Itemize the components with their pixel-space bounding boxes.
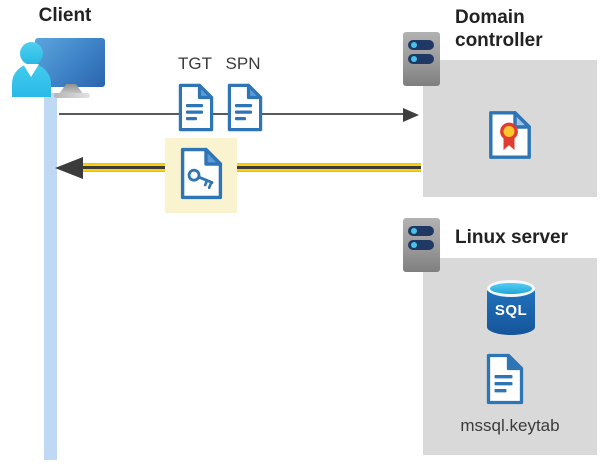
monitor-stand-icon (58, 84, 84, 95)
keytab-filename-label: mssql.keytab (460, 416, 560, 435)
linux-server-icon (403, 218, 440, 272)
certificate-icon (489, 111, 531, 159)
monitor-base-icon (54, 93, 90, 98)
linux-server-title: Linux server (455, 227, 568, 248)
client-title: Client (38, 5, 92, 26)
spn-document-icon (227, 83, 263, 132)
user-icon (20, 42, 43, 65)
spn-label: SPN (225, 54, 261, 73)
sql-database-icon: SQL (487, 280, 535, 335)
tgt-label: TGT (178, 54, 212, 73)
domain-controller-title: Domain controller (455, 7, 543, 52)
keytab-document-icon (486, 353, 524, 405)
user-collar-icon (23, 64, 39, 77)
response-arrow-line (72, 166, 421, 169)
client-lifeline (44, 93, 57, 460)
tgt-document-icon (178, 83, 214, 132)
sql-badge-label: SQL (494, 302, 528, 319)
key-ticket-document-icon (180, 147, 223, 200)
response-arrow-head-icon (55, 156, 83, 179)
request-arrow-head-icon (403, 107, 419, 122)
domain-controller-server-icon (403, 32, 440, 86)
